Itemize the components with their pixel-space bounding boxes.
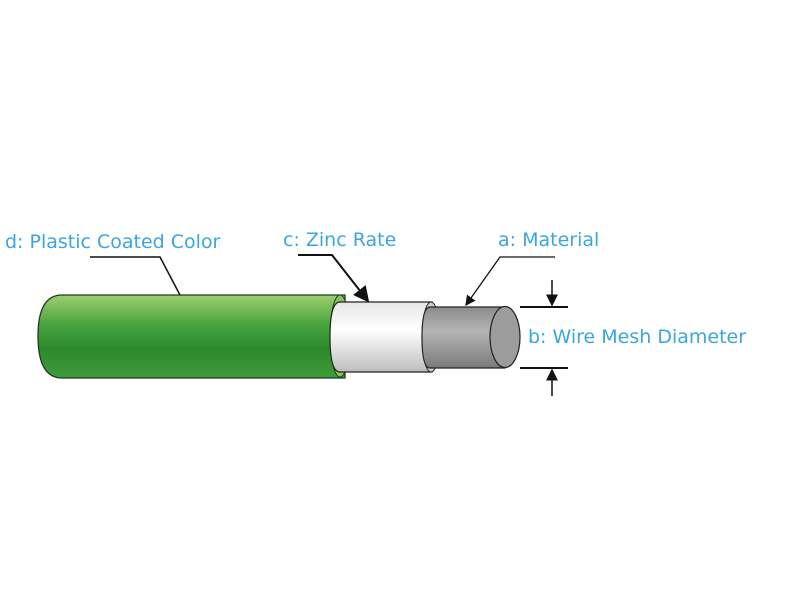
leader-line-d <box>90 256 181 296</box>
steel-core <box>421 305 521 369</box>
plastic-coating <box>37 294 351 379</box>
label-plastic-coated-color: d: Plastic Coated Color <box>5 231 221 253</box>
label-material: a: Material <box>498 229 599 251</box>
label-zinc-rate: c: Zinc Rate <box>283 229 396 251</box>
leader-line-a <box>465 256 555 307</box>
leader-line-c <box>298 254 370 303</box>
label-wire-mesh-diameter: b: Wire Mesh Diameter <box>528 326 746 348</box>
diameter-dimension <box>520 280 568 396</box>
